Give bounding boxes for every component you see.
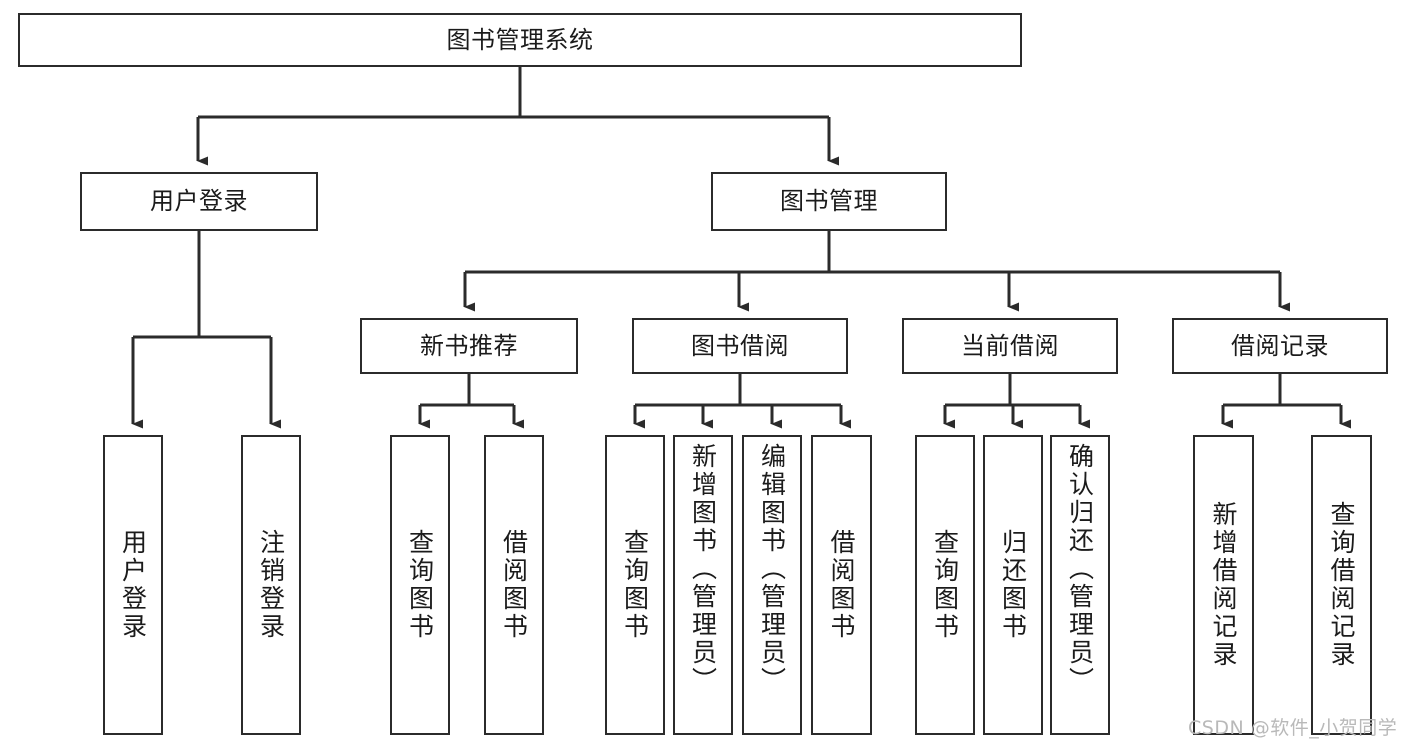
node-label: 查询借阅记录	[1327, 501, 1356, 669]
node-label: 查询图书	[620, 529, 650, 641]
leaf-user-login[interactable]: 用户登录	[103, 435, 163, 735]
node-label: 注销登录	[256, 529, 286, 641]
leaf-confirm-return-admin[interactable]: 确认归还（管理员）	[1050, 435, 1110, 735]
node-book-management[interactable]: 图书管理	[711, 172, 947, 231]
csdn-watermark: CSDN @软件_小贺同学	[1188, 717, 1398, 739]
node-label: 归还图书	[998, 529, 1028, 641]
leaf-query-book-recommend[interactable]: 查询图书	[390, 435, 450, 735]
node-new-book-recommend[interactable]: 新书推荐	[360, 318, 578, 374]
leaf-add-borrow-record[interactable]: 新增借阅记录	[1193, 435, 1254, 735]
node-label: 借阅图书	[827, 529, 856, 641]
node-root-system[interactable]: 图书管理系统	[18, 13, 1022, 67]
leaf-edit-book-admin[interactable]: 编辑图书（管理员）	[742, 435, 802, 735]
node-label: 图书管理系统	[446, 25, 594, 54]
leaf-query-book-current[interactable]: 查询图书	[915, 435, 975, 735]
node-label: 新增借阅记录	[1209, 501, 1238, 669]
leaf-logout[interactable]: 注销登录	[241, 435, 301, 735]
leaf-query-borrow-record[interactable]: 查询借阅记录	[1311, 435, 1372, 735]
node-label: 图书管理	[780, 187, 878, 216]
node-label: 查询图书	[405, 529, 435, 641]
node-label: 查询图书	[930, 529, 960, 641]
node-label: 用户登录	[150, 187, 248, 216]
node-label: 借阅记录	[1231, 331, 1329, 360]
node-user-login[interactable]: 用户登录	[80, 172, 318, 231]
node-label: 编辑图书（管理员）	[757, 443, 787, 695]
node-label: 新增图书（管理员）	[688, 443, 718, 695]
node-label: 确认归还（管理员）	[1065, 443, 1095, 695]
node-label: 图书借阅	[691, 331, 789, 360]
node-label: 用户登录	[118, 529, 148, 641]
leaf-borrow-book-recommend[interactable]: 借阅图书	[484, 435, 544, 735]
node-label: 当前借阅	[961, 331, 1059, 360]
leaf-add-book-admin[interactable]: 新增图书（管理员）	[673, 435, 733, 735]
node-borrow-records[interactable]: 借阅记录	[1172, 318, 1388, 374]
node-label: 借阅图书	[499, 529, 529, 641]
node-book-borrow[interactable]: 图书借阅	[632, 318, 848, 374]
leaf-return-book[interactable]: 归还图书	[983, 435, 1043, 735]
leaf-borrow-book[interactable]: 借阅图书	[811, 435, 872, 735]
leaf-query-book-borrow[interactable]: 查询图书	[605, 435, 665, 735]
node-current-borrow[interactable]: 当前借阅	[902, 318, 1118, 374]
node-label: 新书推荐	[420, 331, 518, 360]
